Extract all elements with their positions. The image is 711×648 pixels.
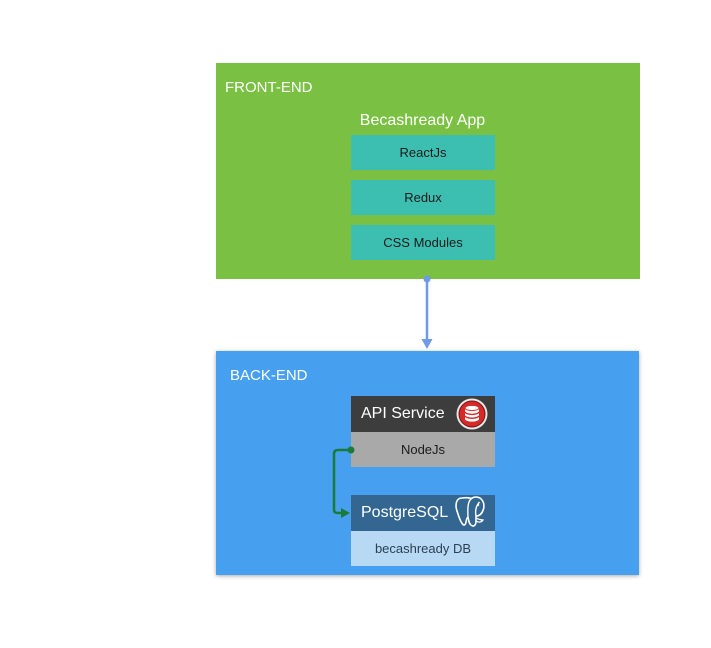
- postgresql-title: PostgreSQL: [361, 504, 449, 521]
- tech-box-reactjs: ReactJs: [351, 135, 495, 170]
- frontend-backend-connector: [421, 275, 433, 349]
- frontend-title: FRONT-END: [225, 79, 313, 96]
- postgresql-elephant-icon: [453, 494, 491, 530]
- postgresql-body: becashready DB: [351, 531, 495, 566]
- tech-box-css-modules: CSS Modules: [351, 225, 495, 260]
- api-db-connector: [332, 446, 355, 518]
- tech-box-redux: Redux: [351, 180, 495, 215]
- backend-title: BACK-END: [230, 367, 308, 384]
- api-service-title: API Service: [361, 405, 445, 422]
- app-title: Becashready App: [359, 112, 486, 129]
- redis-database-icon: [455, 397, 489, 431]
- api-service-body: NodeJs: [351, 432, 495, 467]
